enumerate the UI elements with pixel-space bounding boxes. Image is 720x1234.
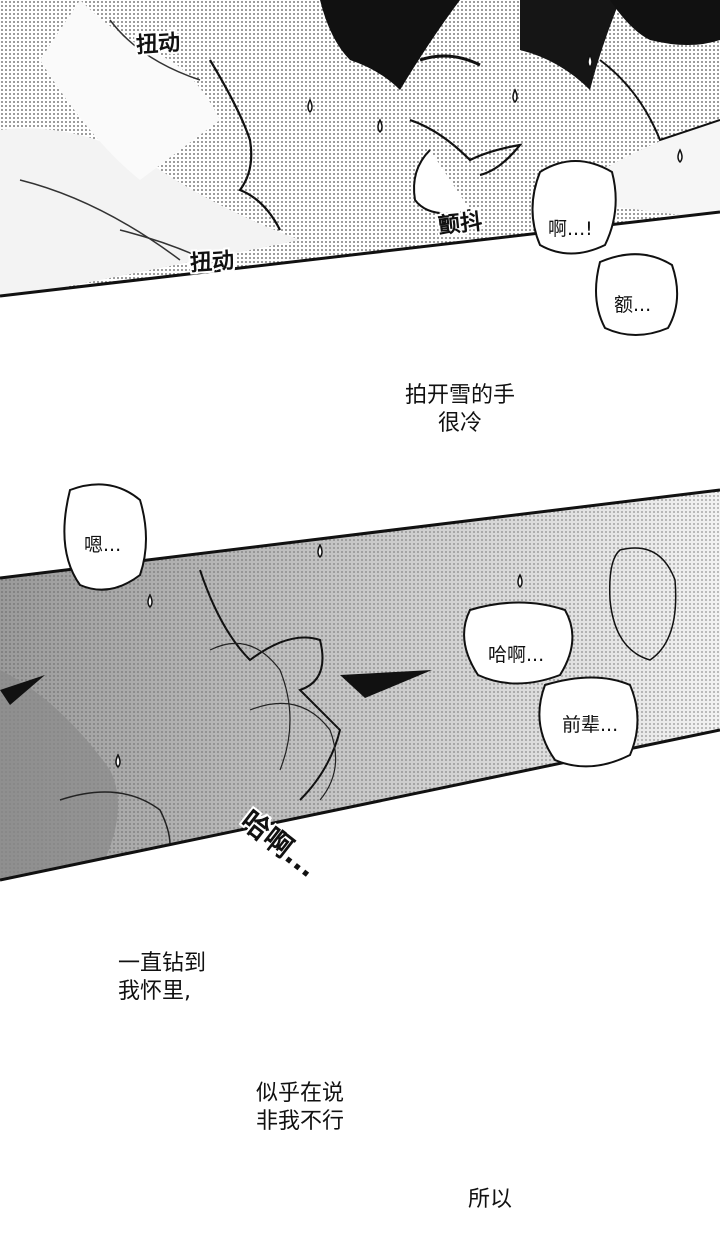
narration-line: 似乎在说	[256, 1081, 345, 1106]
narration-cold-hand: 拍开雪的手 很冷	[360, 382, 560, 438]
narration-line: 一直钻到	[118, 951, 207, 976]
comic-panel-1: 扭动 扭动 颤抖	[0, 0, 720, 300]
narration-line: 所以	[468, 1187, 513, 1212]
bubble-text-senpai: 前辈...	[562, 714, 619, 736]
speech-bubble-haa	[463, 601, 574, 685]
panel-1-artwork	[0, 0, 720, 298]
narration-so: 所以	[468, 1186, 512, 1214]
speech-bubble-uh	[595, 253, 679, 336]
panel-2-bubbles	[63, 483, 639, 768]
narration-only-me: 似乎在说 非我不行	[256, 1080, 344, 1136]
bubble-text-uh: 额...	[614, 294, 652, 316]
panel-1-bubbles	[531, 160, 679, 336]
narration-line: 很冷	[437, 411, 482, 436]
narration-line: 拍开雪的手	[404, 383, 515, 408]
narration-line: 非我不行	[256, 1109, 345, 1134]
bubble-text-ah: 啊...!	[548, 218, 593, 240]
bubble-text-haa: 哈啊...	[488, 644, 545, 666]
speech-bubble-ah	[531, 160, 617, 255]
narration-line: 我怀里,	[118, 979, 191, 1004]
speech-bubble-senpai	[538, 676, 639, 768]
bubble-text-mm: 嗯...	[84, 534, 122, 556]
narration-burrow: 一直钻到 我怀里,	[118, 950, 206, 1006]
speech-bubble-mm	[63, 483, 147, 591]
